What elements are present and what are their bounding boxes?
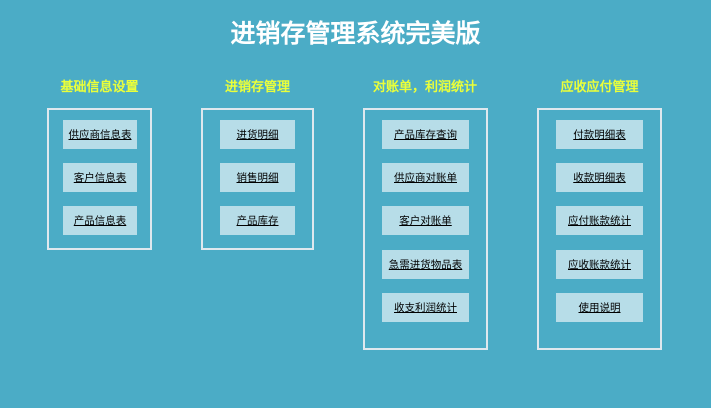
nav-link-button[interactable]: 收款明细表 bbox=[556, 163, 643, 192]
nav-link-button[interactable]: 应付账款统计 bbox=[556, 206, 643, 235]
section-header: 基础信息设置 bbox=[60, 80, 139, 95]
nav-link-button[interactable]: 应收账款统计 bbox=[556, 250, 643, 279]
nav-link-button[interactable]: 客户信息表 bbox=[63, 163, 137, 192]
section-box bbox=[201, 108, 314, 250]
nav-link-button[interactable]: 产品库存 bbox=[220, 206, 295, 235]
nav-link-button[interactable]: 进货明细 bbox=[220, 120, 295, 149]
section-header: 进销存管理 bbox=[224, 80, 290, 95]
nav-link-button[interactable]: 客户对账单 bbox=[382, 206, 469, 235]
section-box bbox=[47, 108, 152, 250]
nav-link-button[interactable]: 供应商对账单 bbox=[382, 163, 469, 192]
nav-link-button[interactable]: 急需进货物品表 bbox=[382, 250, 469, 279]
section-box bbox=[363, 108, 488, 350]
nav-link-button[interactable]: 供应商信息表 bbox=[63, 120, 137, 149]
section-box bbox=[537, 108, 662, 350]
section-header: 对账单，利润统计 bbox=[372, 80, 477, 95]
page-title: 进销存管理系统完美版 bbox=[230, 19, 481, 48]
section-header: 应收应付管理 bbox=[560, 80, 639, 95]
nav-link-button[interactable]: 付款明细表 bbox=[556, 120, 643, 149]
nav-link-button[interactable]: 销售明细 bbox=[220, 163, 295, 192]
nav-link-button[interactable]: 使用说明 bbox=[556, 293, 643, 322]
nav-link-button[interactable]: 产品库存查询 bbox=[382, 120, 469, 149]
nav-link-button[interactable]: 收支利润统计 bbox=[382, 293, 469, 322]
nav-link-button[interactable]: 产品信息表 bbox=[63, 206, 137, 235]
